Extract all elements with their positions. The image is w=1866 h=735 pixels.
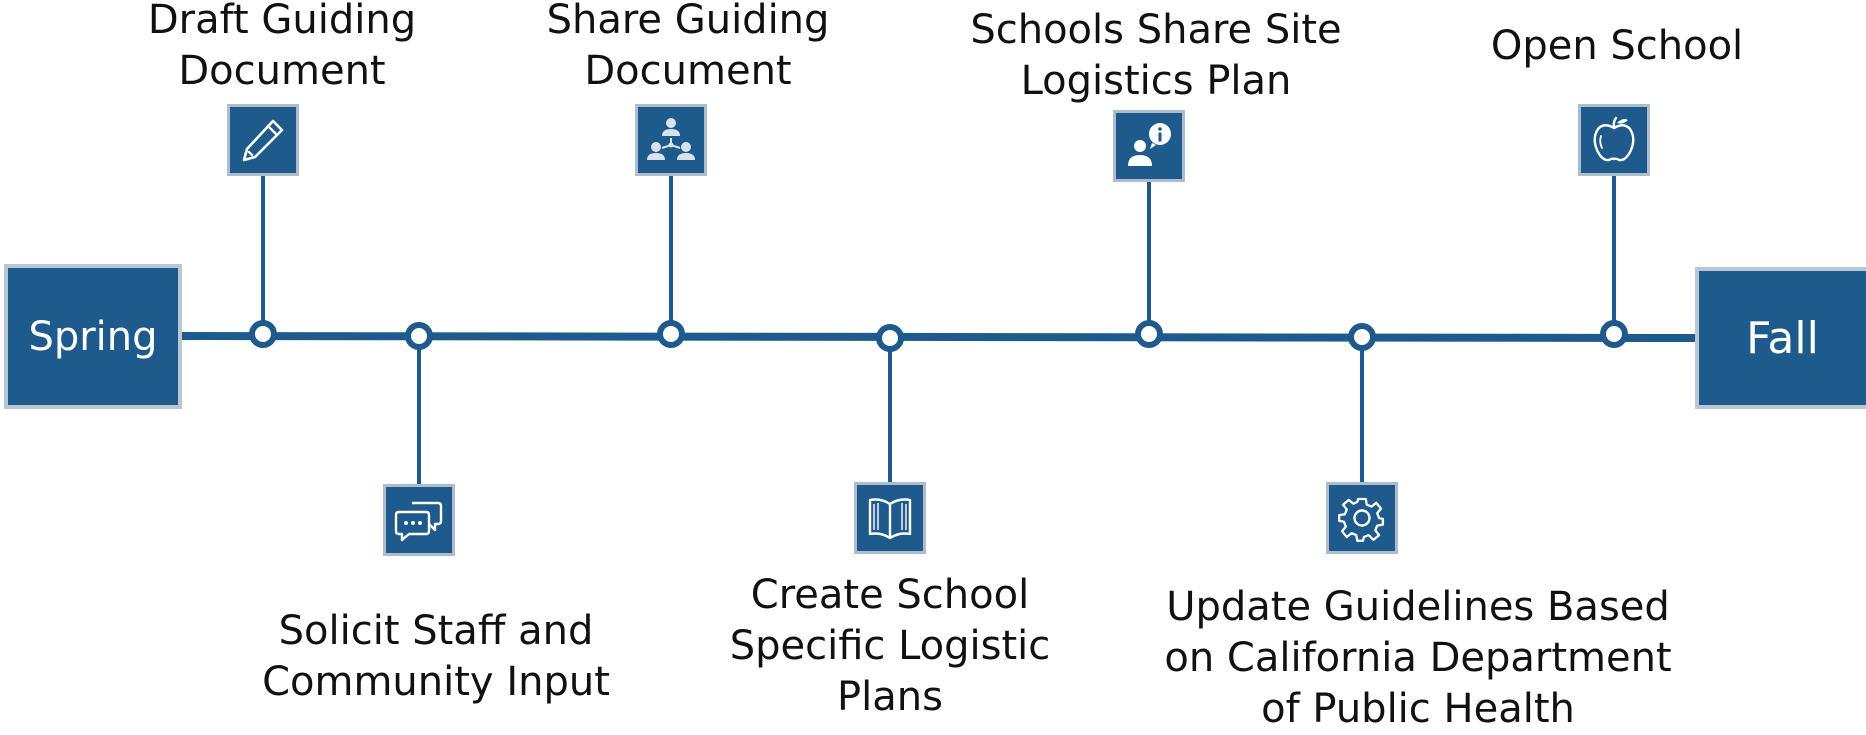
milestone-node [876, 324, 904, 352]
milestone-label-open-school: Open School [1491, 21, 1743, 72]
spring-start-box: Spring [4, 264, 182, 409]
milestone-node [657, 320, 685, 348]
milestone-label-line: Share Guiding [546, 0, 830, 43]
pencil-icon [227, 104, 299, 176]
chat-bubbles-icon [383, 484, 455, 556]
milestone-label-line: Solicit Staff and [278, 608, 594, 654]
milestone-node [405, 322, 433, 350]
fall-end-box: Fall [1695, 267, 1866, 409]
people-network-icon [635, 104, 707, 176]
milestone-node [1600, 320, 1628, 348]
milestone-label-line: Document [584, 48, 792, 94]
milestone-label-draft-guiding-document: Draft Guiding Document [148, 0, 416, 97]
open-book-icon [854, 482, 926, 554]
fall-label: Fall [1746, 312, 1819, 364]
milestone-label-line: Community Input [262, 659, 610, 705]
milestone-node [1135, 320, 1163, 348]
milestone-label-line: on California Department [1164, 635, 1672, 681]
timeline-axis [181, 332, 1696, 342]
milestone-label-solicit-staff-and-community-input: Solicit Staff and Community Input [262, 606, 610, 708]
milestone-label-share-guiding-document: Share Guiding Document [547, 0, 830, 97]
milestone-label-line: Update Guidelines Based [1166, 584, 1670, 630]
spring-label: Spring [28, 313, 158, 360]
gear-icon [1326, 482, 1398, 554]
milestone-node [249, 320, 277, 348]
milestone-label-line: Draft Guiding [147, 0, 417, 43]
milestone-label-line: Open School [1490, 23, 1744, 69]
milestone-label-line: Logistics Plan [1020, 58, 1292, 104]
milestone-label-line: Document [178, 48, 386, 94]
milestone-label-line: Schools Share Site [970, 7, 1342, 53]
milestone-label-line: of Public Health [1261, 686, 1575, 732]
milestone-label-line: Plans [837, 674, 943, 720]
milestone-label-update-guidelines: Update Guidelines Based on California De… [1164, 582, 1671, 735]
milestone-label-schools-share-site-logistics-plan: Schools Share Site Logistics Plan [970, 5, 1341, 107]
milestone-label-line: Specific Logistic [729, 623, 1051, 669]
apple-icon [1578, 104, 1650, 176]
milestone-label-line: Create School [750, 572, 1030, 618]
person-info-icon [1113, 110, 1185, 182]
milestone-label-create-school-specific-logistic-plans: Create School Specific Logistic Plans [730, 570, 1051, 723]
milestone-node [1348, 323, 1376, 351]
